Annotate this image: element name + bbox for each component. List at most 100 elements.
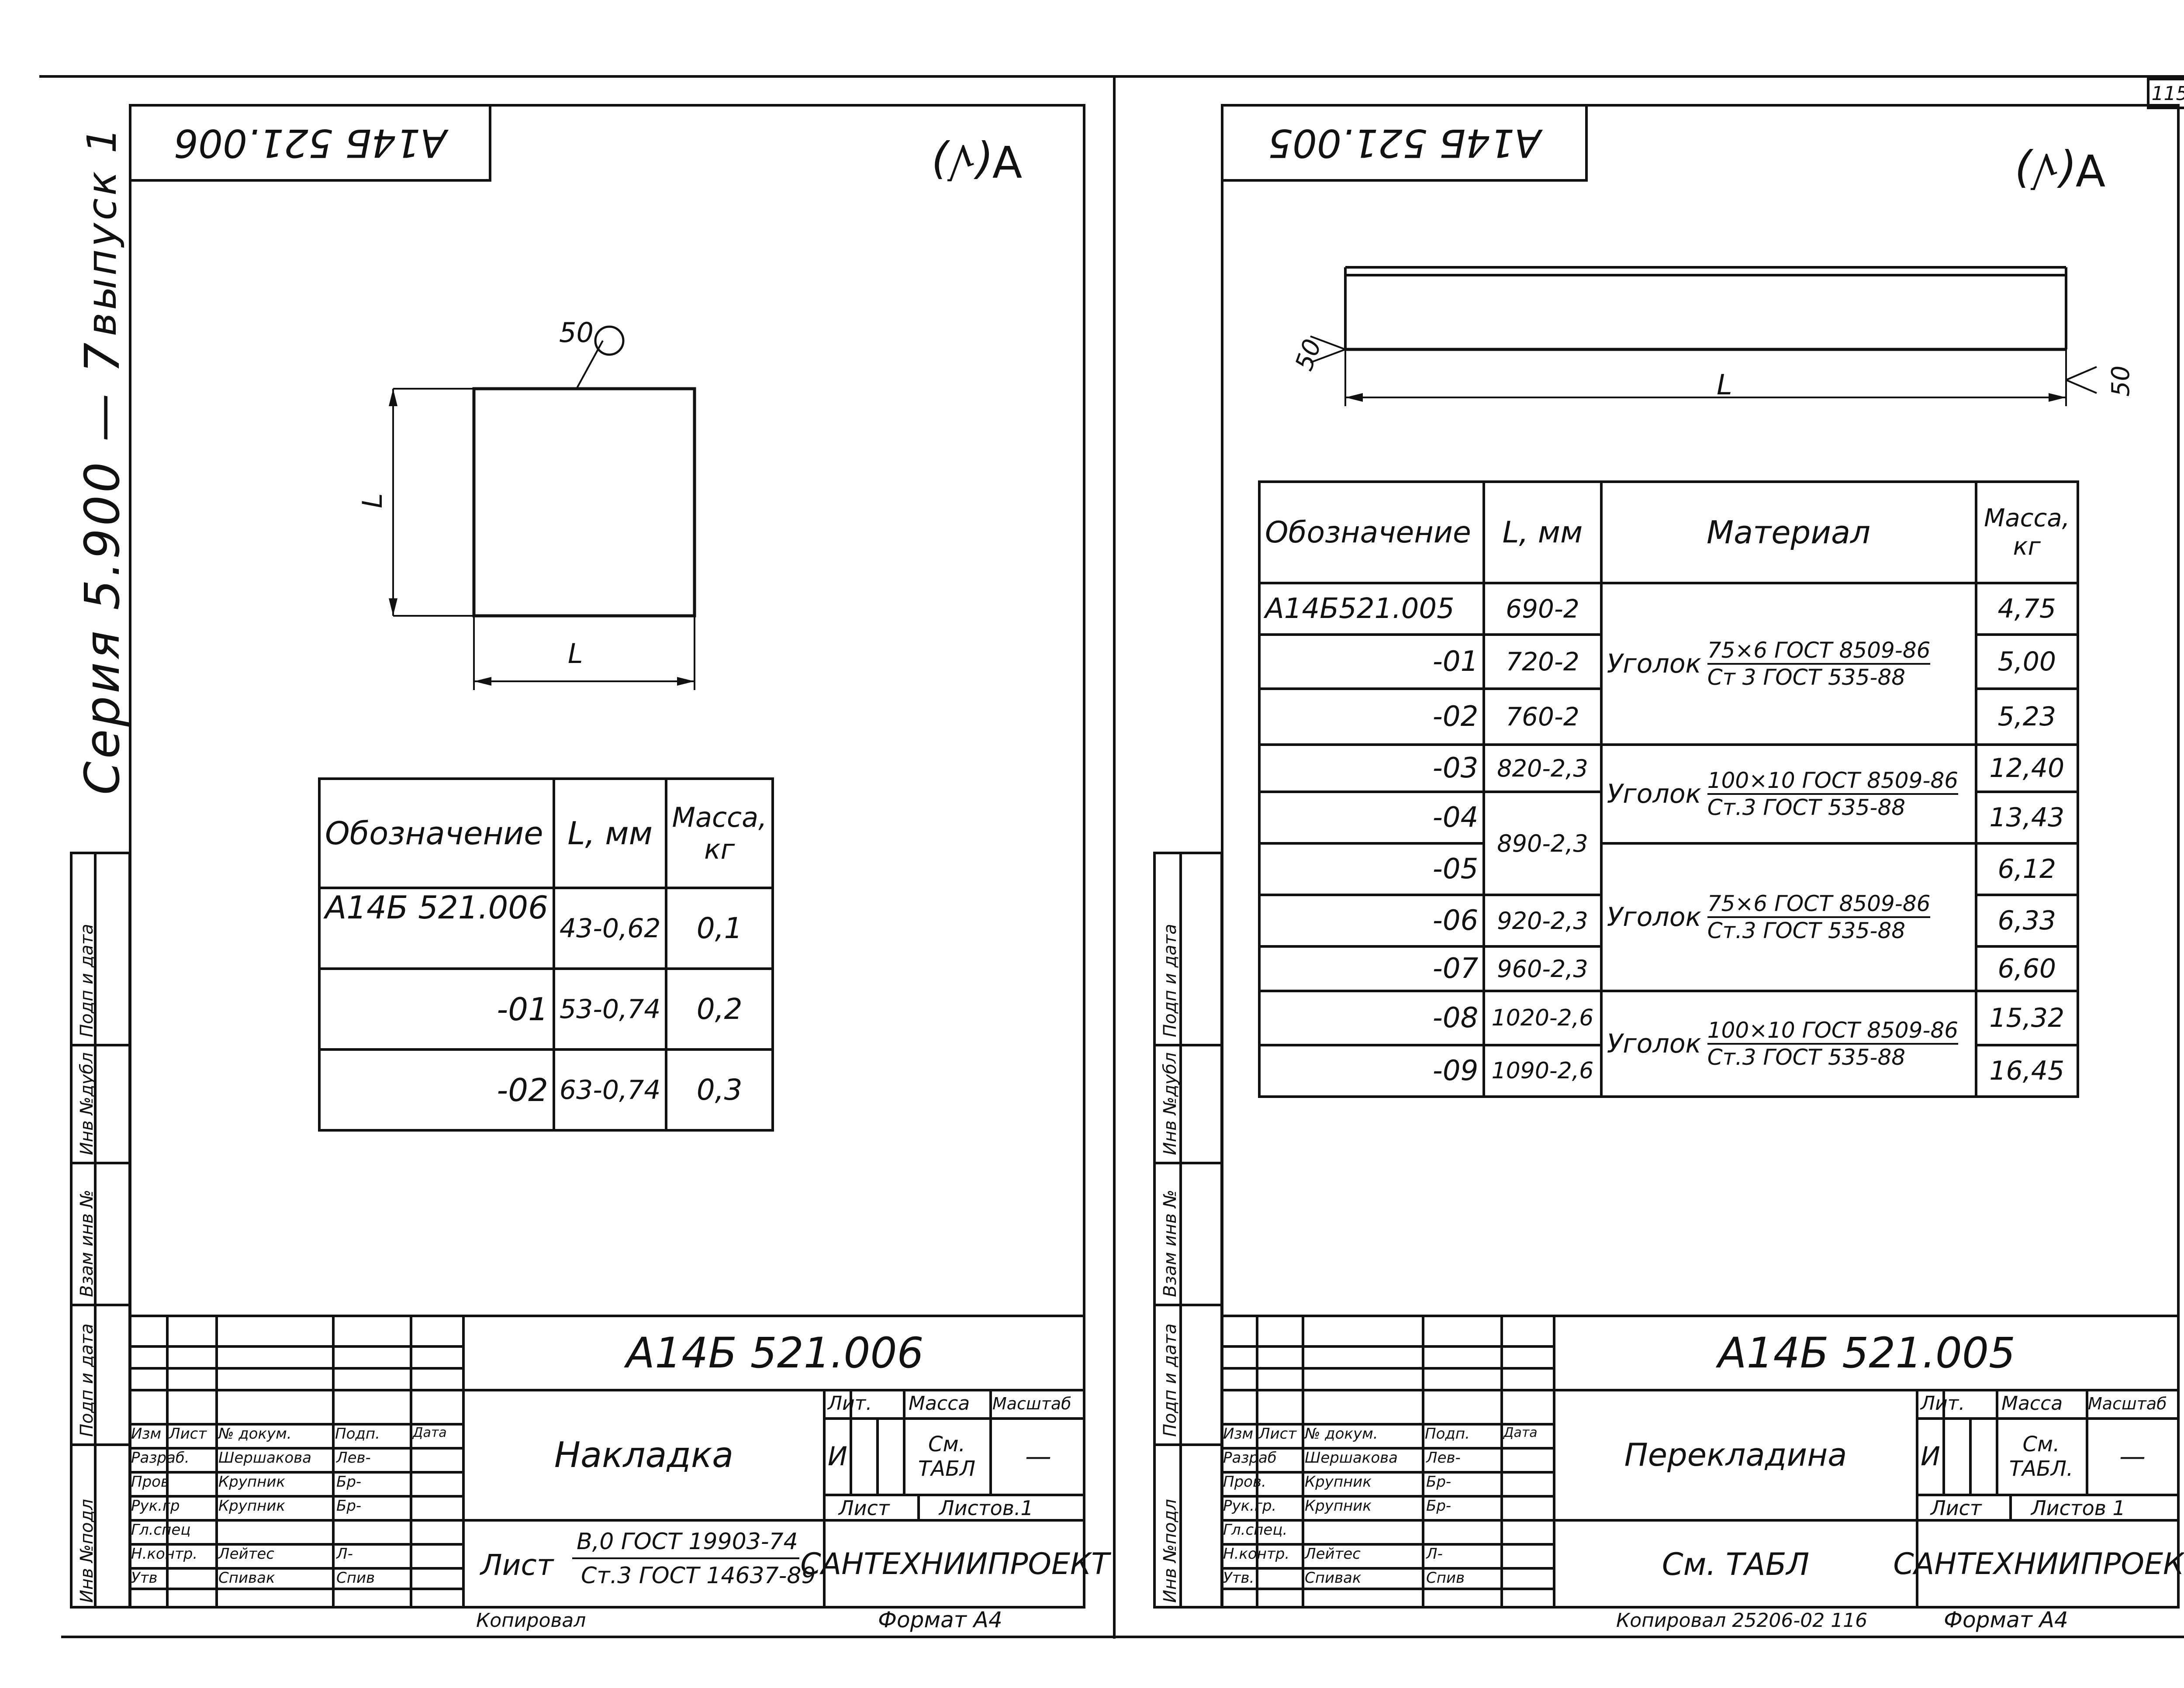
table-cell: -09 [1258,1044,1486,1098]
left-spec-table: Обозначение L, мм Масса, кг А14Б 521.006… [318,777,774,1132]
table-cell: 0,1 [665,887,774,970]
right-spec-table: Обозначение L, мм Материал Масса, кг А14… [1258,480,2080,1098]
left-code-top: А14Б 521.006 [173,120,447,166]
side-label: Подп и дата [1160,924,1180,1037]
right-org: САНТЕХНИИПРОЕКТ [1893,1547,2184,1581]
side-label: Инв №подл [1160,1499,1180,1603]
right-side-strip [1153,852,1223,1609]
table-cell: 820-2,3 [1482,743,1603,793]
material-label: Уголок [1607,1029,1701,1059]
grid-line [1221,1389,2180,1391]
col-header: Изм [131,1425,162,1443]
grid-line [850,1389,852,1494]
lit-label: Лит. [828,1392,872,1415]
person-role: Разраб [1223,1449,1277,1467]
table-cell: 1020-2,6 [1482,990,1603,1046]
grid-line [129,1389,1085,1391]
top-rule [39,75,2184,78]
person-name: Крупник [218,1473,285,1491]
table-cell: 6,12 [1974,842,2080,896]
table-cell: 760-2 [1482,687,1603,746]
person-role: Гл.спец. [1223,1521,1288,1539]
lit-value: И [1921,1441,1940,1472]
grid-line [1422,1315,1424,1609]
grid-line [1221,1495,1555,1498]
plate-drawing [389,325,696,690]
material-label: Уголок [1607,649,1701,679]
header-designation: Обозначение [1258,480,1486,584]
person-role: Утв. [1223,1569,1254,1587]
person-name: Шершакова [1305,1449,1398,1467]
grid-line [989,1389,992,1494]
person-role: Н.контр. [1223,1545,1290,1563]
person-sign: Бр- [336,1497,362,1515]
merged-length-cell: 890-2,3 [1482,790,1603,896]
grid-line [1916,1494,2180,1496]
person-sign: Лев- [336,1449,371,1467]
person-role: Н.контр. [131,1545,198,1563]
dim-l-horizontal: L [568,638,583,670]
strip-sep [70,1044,131,1046]
strip-mid [1179,852,1182,1609]
scale-label: Масштаб [992,1394,1071,1413]
header-mass: Масса, кг [1974,480,2080,584]
table-cell: 12,40 [1974,743,2080,793]
grid-line [129,1345,465,1348]
dim-l: L [1717,369,1732,401]
grid-line [2009,1494,2012,1519]
col-header: № докум. [218,1425,292,1443]
header-material: Материал [1600,480,1977,584]
grid-line [129,1495,465,1498]
side-label: Подп и дата [1160,1323,1180,1437]
material-top: 75×6 ГОСТ 8509-86 [1707,891,1931,918]
table-cell: -01 [318,967,555,1051]
table-cell: 690-2 [1482,582,1603,636]
right-doc-name: Перекладина [1624,1436,1847,1473]
grid-line [876,1417,879,1494]
table-cell: 4,75 [1974,582,2080,636]
sheets-label: Листов.1 [939,1496,1033,1520]
grid-line [1221,1447,1555,1450]
grid-line [917,1494,920,1519]
right-doc-code: А14Б 521.005 [1717,1328,2016,1377]
grid-line [410,1315,412,1609]
grid-line [462,1315,465,1609]
table-cell: -06 [1258,894,1486,948]
material-cell: Уголок 75×6 ГОСТ 8509-86 Ст.3 ГОСТ 535-8… [1600,842,1977,992]
material-bottom: Ст 3 ГОСТ 535-88 [1707,665,1906,690]
table-cell: -02 [318,1048,555,1132]
person-name: Крупник [218,1497,285,1515]
scale-label: Масштаб [2088,1394,2167,1413]
person-sign: Лев- [1426,1449,1461,1467]
person-role: Пров. [1223,1473,1266,1491]
table-cell: 920-2,3 [1482,894,1603,948]
table-cell: -05 [1258,842,1486,896]
grid-line [129,1567,465,1570]
material-label: Лист [480,1548,554,1582]
person-sign: Л- [336,1545,353,1563]
person-name: Шершакова [218,1449,312,1467]
table-cell: 63-0,74 [552,1048,668,1132]
weld-mark: 50 [559,317,594,349]
material-top: 75×6 ГОСТ 8509-86 [1707,638,1931,665]
grid-line [1221,1367,1555,1370]
table-cell: 16,45 [1974,1044,2080,1098]
scale-value: — [1025,1441,1051,1472]
left-org: САНТЕХНИИПРОЕКТ [800,1547,1109,1581]
person-role: Утв [131,1569,158,1587]
col-header: Подп. [1425,1425,1470,1443]
grid-line [332,1315,335,1609]
material-top: В,0 ГОСТ 19903-74 [577,1529,798,1555]
table-cell: 43-0,62 [552,887,668,970]
table-cell: -02 [1258,687,1486,746]
grid-line [1256,1315,1258,1609]
strip-sep [70,1443,131,1446]
table-cell: -04 [1258,790,1486,845]
person-sign: Спив [336,1569,375,1587]
grid-line [1969,1417,1972,1494]
strip-sep [1153,1443,1223,1446]
person-name: Лейтес [218,1545,274,1563]
grid-line [903,1389,905,1494]
table-cell: 0,3 [665,1048,774,1132]
left-footer-copied: Копировал [476,1609,586,1632]
